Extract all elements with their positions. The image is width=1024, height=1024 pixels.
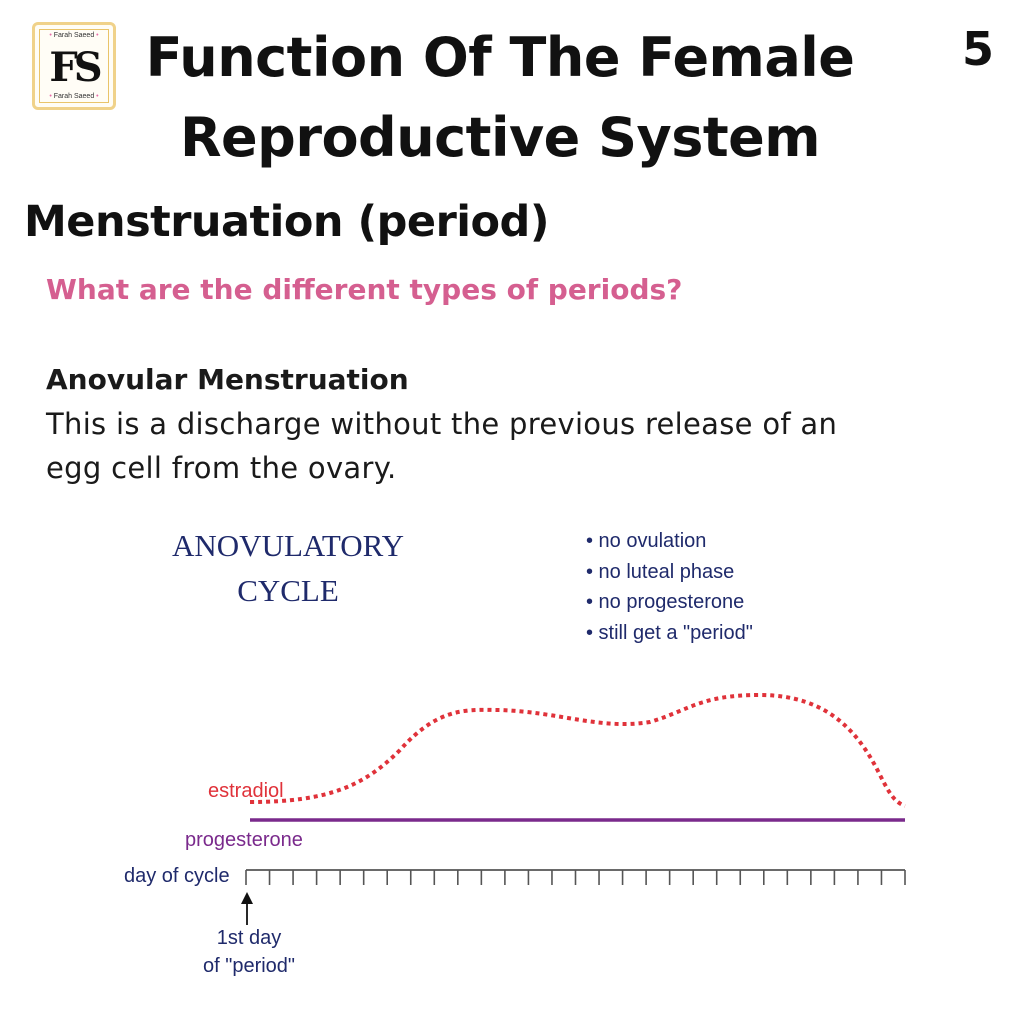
section-title: Menstruation (period) [24,197,549,247]
estradiol-curve [249,692,906,808]
diagram-title-line-2: CYCLE [237,573,339,608]
page-title-line-1: Function Of The Female [145,26,855,89]
logo-frame: • Farah Saeed • FS • Farah Saeed • [39,29,109,103]
logo-text-bottom: Farah Saeed [53,93,95,100]
page-number: 5 [961,22,994,76]
content-heading: Anovular Menstruation [46,363,409,396]
diagram-bullet-1: • no ovulation [586,530,706,552]
diagram-title-line-1: ANOVULATORY [172,528,404,563]
estradiol-label: estradiol [208,780,284,802]
marker-label-line-1: 1st day [217,927,281,949]
logo-monogram: FS [49,44,102,91]
marker-label-line-2: of "period" [203,955,295,977]
diagram-bullet-2: • no luteal phase [586,561,734,583]
progesterone-label: progesterone [185,829,303,851]
anovulatory-cycle-diagram: ANOVULATORY CYCLE • no ovulation • no lu… [124,528,906,977]
section-question: What are the different types of periods? [46,273,683,306]
page-title: Function Of The Female Reproductive Syst… [140,18,860,178]
axis-label: day of cycle [124,865,230,887]
content-text-line-2: egg cell from the ovary. [46,451,397,485]
diagram-bullet-3: • no progesterone [586,591,744,613]
content-text: This is a discharge without the previous… [46,402,946,490]
logo-text-top: Farah Saeed [53,32,95,39]
content-text-line-1: This is a discharge without the previous… [46,407,838,441]
page-title-line-2: Reproductive System [179,106,821,169]
brand-logo: • Farah Saeed • FS • Farah Saeed • [32,22,116,110]
diagram-bullet-4: • still get a "period" [586,622,753,644]
day-axis [245,869,906,885]
marker-arrow-head-icon [241,892,253,904]
